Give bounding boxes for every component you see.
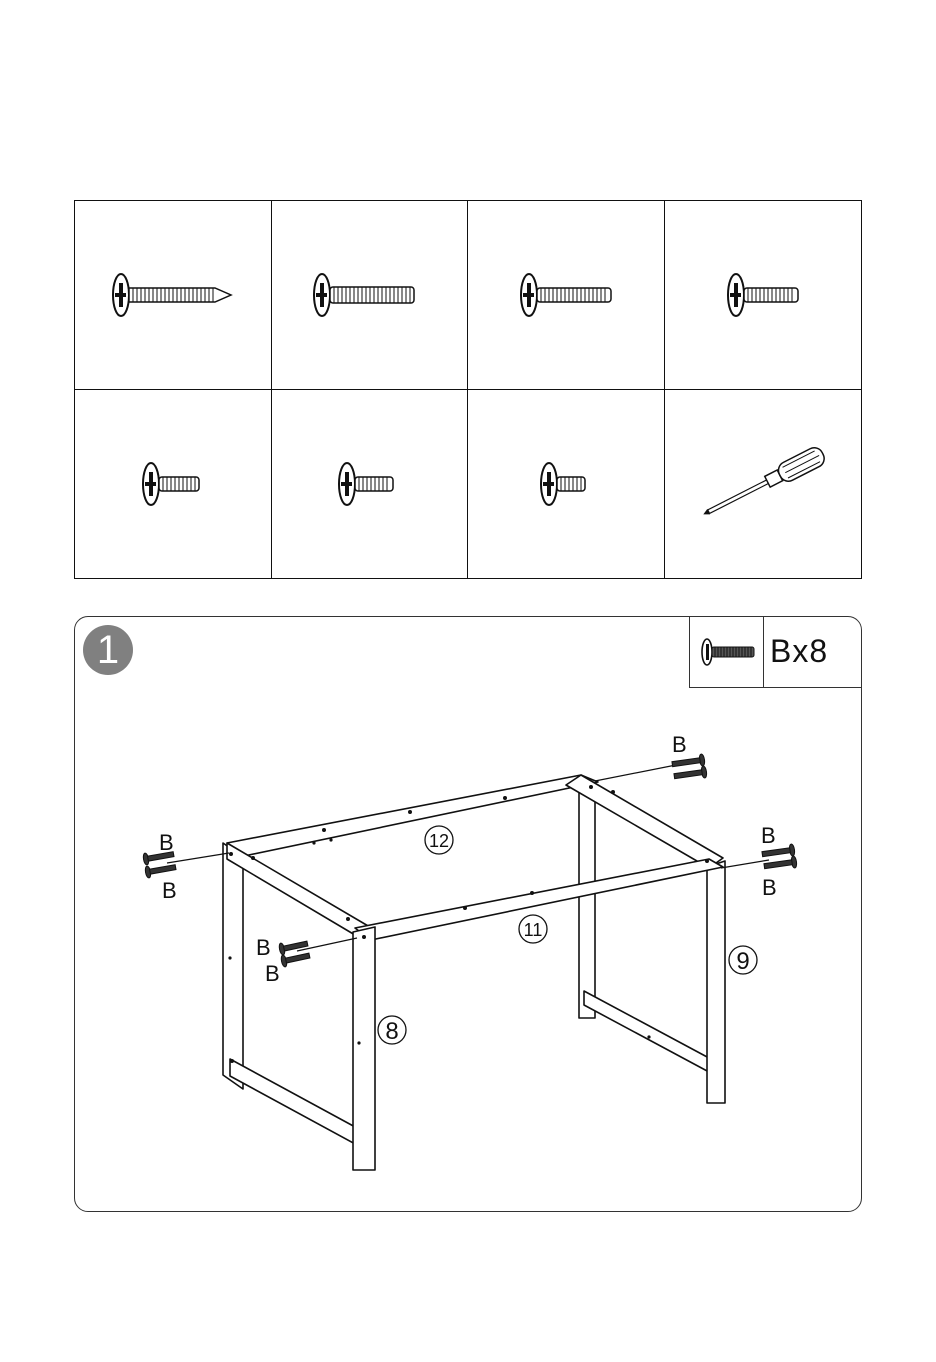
frame-leg xyxy=(707,861,725,1103)
frame-leg xyxy=(353,927,375,1170)
frame-leg xyxy=(579,781,595,1018)
frame-rail xyxy=(227,843,375,935)
bolt-label: B xyxy=(672,732,687,757)
wood-screw-long-icon xyxy=(103,270,243,320)
bolt-cluster-front xyxy=(278,938,310,968)
step-panel: 1 Bx8 xyxy=(74,616,862,1212)
bolt-cluster-back xyxy=(671,754,707,782)
part-number-9: 9 xyxy=(736,948,749,975)
bolt-short-icon xyxy=(329,459,409,509)
bolt-long-icon xyxy=(304,270,434,320)
table-frame-diagram: B B B B B B B 12 11 9 8 xyxy=(75,617,861,1211)
bolt-medium-icon xyxy=(718,270,808,320)
hardware-cell xyxy=(272,201,469,390)
part-number-11: 11 xyxy=(524,920,543,940)
frame-rail xyxy=(584,991,709,1072)
bolt-short-icon xyxy=(133,459,213,509)
bolt-label: B xyxy=(762,875,777,900)
hardware-cell xyxy=(75,201,272,390)
screwdriver-icon xyxy=(688,439,838,529)
hardware-cell xyxy=(272,390,469,579)
hardware-cell xyxy=(468,390,665,579)
bolt-label: B xyxy=(162,878,177,903)
part-number-12: 12 xyxy=(429,831,449,851)
bolt-label: B xyxy=(256,935,271,960)
frame-rail-12 xyxy=(227,775,598,856)
bolt-label: B xyxy=(265,961,280,986)
frame-rail xyxy=(230,1059,357,1145)
hardware-table xyxy=(74,200,862,579)
frame-leg xyxy=(223,843,243,1089)
bolt-shortest-icon xyxy=(531,459,601,509)
bolt-label: B xyxy=(159,830,174,855)
hardware-cell xyxy=(665,390,862,579)
hardware-cell xyxy=(75,390,272,579)
part-number-8: 8 xyxy=(385,1018,398,1045)
bolt-medium-long-icon xyxy=(511,270,621,320)
bolt-label: B xyxy=(761,823,776,848)
hardware-cell xyxy=(468,201,665,390)
hardware-cell xyxy=(665,201,862,390)
